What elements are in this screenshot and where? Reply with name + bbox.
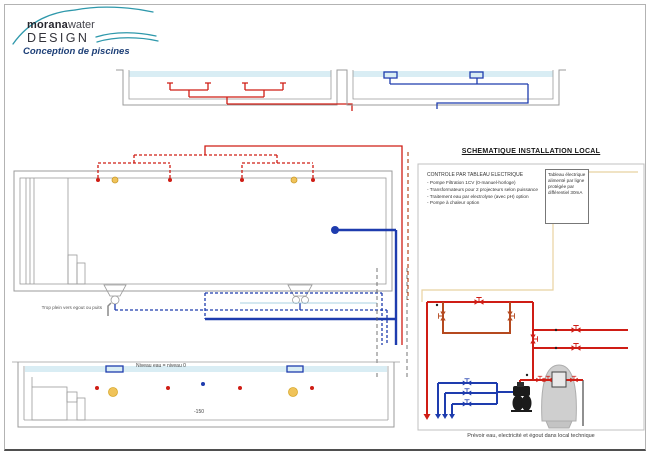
tableau-note: Tableau électrique alimenté par ligne pr… <box>545 169 589 224</box>
flow-arrow <box>449 414 455 419</box>
section-top-left <box>116 69 353 111</box>
pool-plan-view <box>13 145 409 377</box>
jet-dot <box>168 178 172 182</box>
skimmer-icon <box>286 365 304 373</box>
stairs-plan <box>25 178 86 285</box>
jet-dot <box>240 178 244 182</box>
skimmer-plan <box>103 284 313 316</box>
suction-lines-plan <box>114 226 398 345</box>
logo-design: DESIGN <box>27 31 90 45</box>
control-item: - Transformateurs pour 2 projecteurs sel… <box>427 186 538 192</box>
junction-dot <box>525 373 529 377</box>
jet-dot <box>310 386 314 390</box>
control-title: CONTROLE PAR TABLEAU ELECTRIQUE <box>427 172 524 178</box>
junction-dot <box>554 346 558 350</box>
junction-dot <box>554 328 558 332</box>
multiport-valve-icon <box>551 371 567 388</box>
flow-arrow <box>442 414 448 419</box>
junction-dot <box>435 303 439 307</box>
vacuum-fitting-dot <box>201 382 205 386</box>
water-band <box>353 71 553 77</box>
electric-line <box>421 171 638 302</box>
logo-waves-icon <box>12 6 159 45</box>
pool-light-icon <box>290 176 298 184</box>
panel-title: SCHEMATIQUE INSTALLATION LOCAL <box>461 148 601 155</box>
jet-dot <box>166 386 170 390</box>
overflow-pipe <box>107 302 112 316</box>
control-item: - Traitement eau par electrolyse (avec p… <box>427 193 529 199</box>
stairs-elevation <box>31 377 86 421</box>
pool-light-icon <box>111 176 119 184</box>
return-jet-piping <box>167 82 353 111</box>
logo-tagline: Conception de piscines <box>23 46 130 57</box>
water-level-label: Niveau eau = niveau 0 <box>136 363 186 369</box>
jet-dot <box>95 386 99 390</box>
main-drain-icon <box>331 226 339 234</box>
logo-brand: moranawater <box>27 19 95 31</box>
jet-dot <box>238 386 242 390</box>
return-jets-plan <box>96 145 409 345</box>
jet-dot <box>311 178 315 182</box>
overflow-label: Trop plein vers egout ou puits <box>41 305 102 310</box>
page-border <box>4 4 646 451</box>
control-block: CONTROLE PAR TABLEAU ELECTRIQUE - Pompe … <box>427 172 549 207</box>
jet-dot <box>96 178 100 182</box>
flow-arrow <box>435 414 441 419</box>
section-top-right <box>340 69 566 109</box>
pool-light-icon <box>288 387 298 397</box>
flow-arrow <box>423 414 431 420</box>
local-technique-panel <box>417 163 645 431</box>
pump-icon <box>511 382 532 412</box>
control-item: - Pompe Filtration 1CV (0-manuel-horloge… <box>427 180 516 185</box>
section-bottom <box>12 361 400 428</box>
panel-border <box>417 163 645 431</box>
footer-note: Prévoir eau, electricité et égout dans l… <box>467 433 595 439</box>
skimmer-icon <box>105 365 124 373</box>
suction-piping <box>389 78 529 109</box>
logo-brand-water: water <box>67 19 95 31</box>
water-band <box>25 366 387 372</box>
logo-brand-bold: morana <box>27 19 68 31</box>
pool-light-icon <box>108 387 118 397</box>
depth-label: -150 <box>194 409 205 415</box>
water-band <box>129 71 331 77</box>
control-item: - Pompe à chaleur option <box>427 200 480 206</box>
